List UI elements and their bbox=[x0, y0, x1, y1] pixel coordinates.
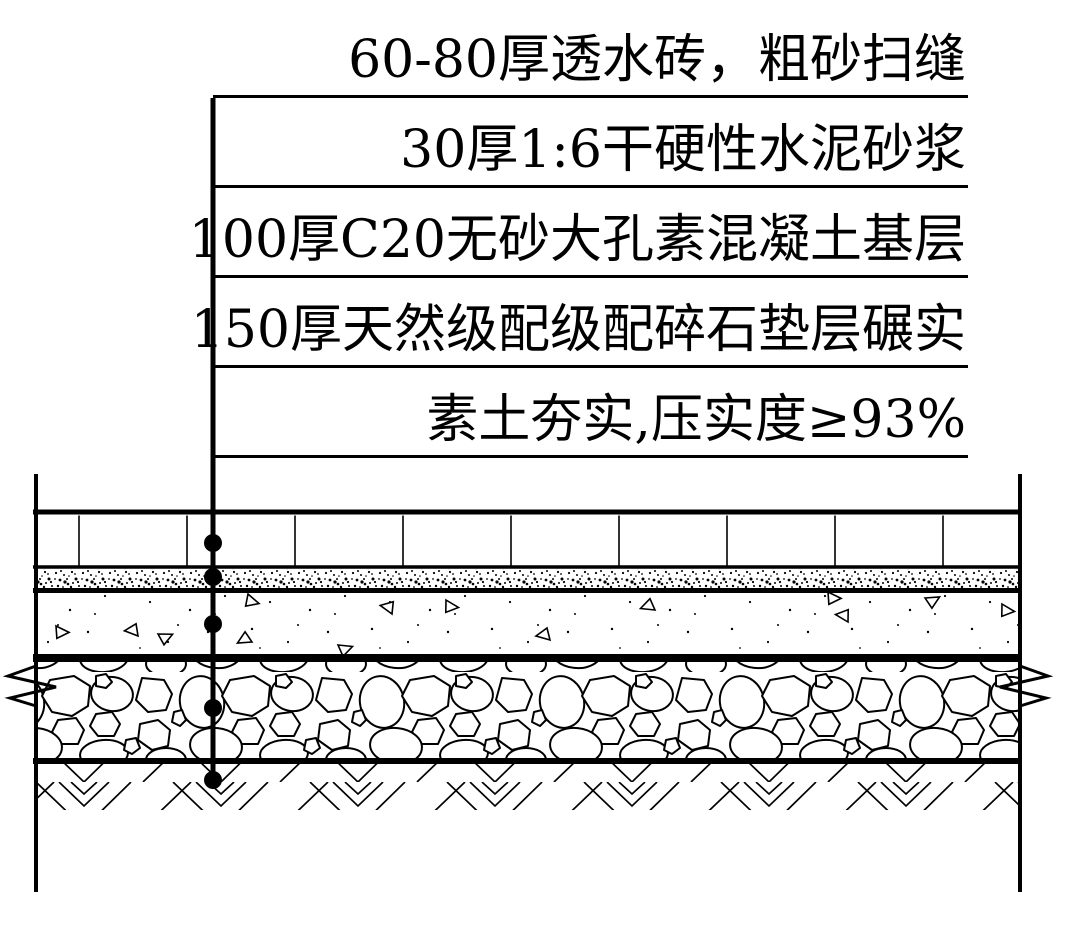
callout-row-subgrade: 素土夯实,压实度≥93% bbox=[213, 368, 968, 458]
subgrade-layer bbox=[38, 764, 1018, 810]
layer-boundary-lines bbox=[33, 509, 1022, 764]
layer-label-mortar: 30厚1:6干硬性水泥砂浆 bbox=[400, 120, 966, 180]
break-symbol-right bbox=[999, 664, 1054, 708]
concrete-layer bbox=[38, 591, 1018, 658]
layer-label-brick: 60-80厚透水砖，粗砂扫缝 bbox=[348, 30, 966, 90]
leader-dots bbox=[204, 534, 222, 789]
brick-layer bbox=[38, 515, 1018, 567]
leader-dot-mortar bbox=[204, 568, 222, 586]
leader bbox=[204, 98, 222, 789]
break-symbols bbox=[2, 664, 1054, 708]
leader-dot-concrete bbox=[204, 615, 222, 633]
layer-label-gravel: 150厚天然级配级配碎石垫层碾实 bbox=[190, 300, 966, 360]
leader-dot-subgrade bbox=[204, 771, 222, 789]
layer-label-concrete: 100厚C20无砂大孔素混凝土基层 bbox=[188, 210, 966, 270]
layer-label-subgrade: 素土夯实,压实度≥93% bbox=[426, 390, 966, 450]
leader-dot-gravel bbox=[204, 699, 222, 717]
gravel-layer bbox=[38, 662, 1018, 758]
mortar-layer bbox=[38, 569, 1018, 588]
callout-row-brick: 60-80厚透水砖，粗砂扫缝 bbox=[213, 8, 968, 98]
leader-dot-brick bbox=[204, 534, 222, 552]
layer-callouts: 60-80厚透水砖，粗砂扫缝 30厚1:6干硬性水泥砂浆 100厚C20无砂大孔… bbox=[189, 8, 968, 458]
callout-row-mortar: 30厚1:6干硬性水泥砂浆 bbox=[213, 98, 968, 188]
callout-row-gravel: 150厚天然级配级配碎石垫层碾实 bbox=[191, 278, 968, 368]
break-symbol-left bbox=[2, 664, 57, 708]
callout-row-concrete: 100厚C20无砂大孔素混凝土基层 bbox=[189, 188, 968, 278]
